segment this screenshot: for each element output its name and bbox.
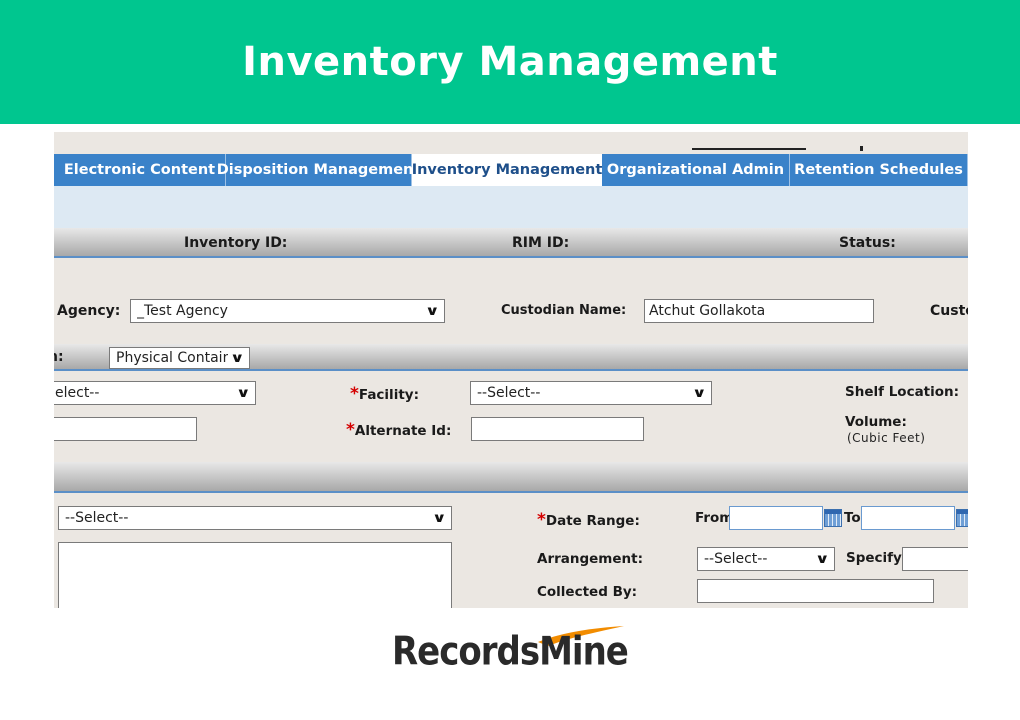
details-textarea[interactable]	[58, 542, 452, 608]
volume-unit: (Cubic Feet)	[847, 431, 926, 445]
specify-label: Specify:	[846, 550, 908, 566]
cut-select-value: elect--	[55, 385, 100, 401]
rim-id-label: RIM ID:	[512, 235, 570, 251]
top-mark	[860, 146, 863, 151]
arrangement-select[interactable]: --Select-- ∨	[697, 547, 835, 571]
date-range-label-text: Date Range:	[545, 513, 640, 529]
alternate-id-label-text: Alternate Id:	[354, 423, 452, 439]
recordsmine-logo: RecordsMine	[388, 624, 636, 675]
top-link-underline	[692, 148, 806, 150]
cut-select[interactable]: elect-- ∨	[54, 381, 256, 405]
agency-label: Agency:	[57, 303, 121, 319]
page-banner: Inventory Management	[0, 0, 1020, 124]
required-asterisk: *	[346, 420, 355, 440]
agency-select-value: _Test Agency	[137, 303, 228, 319]
agency-select[interactable]: _Test Agency ∨	[130, 299, 445, 323]
tab-inventory-management[interactable]: Inventory Management	[412, 154, 602, 186]
facility-select[interactable]: --Select-- ∨	[470, 381, 712, 405]
facility-label-text: Facility:	[358, 387, 419, 403]
custodian-name-field[interactable]: Atchut Gollakota	[644, 299, 874, 323]
status-label: Status:	[839, 235, 896, 251]
details-section-bar	[54, 462, 968, 493]
tab-disposition-management[interactable]: Disposition Management	[217, 154, 420, 186]
facility-select-value: --Select--	[477, 385, 541, 401]
tab-organizational-admin[interactable]: Organizational Admin	[602, 154, 790, 186]
alternate-id-label: *Alternate Id:	[346, 420, 451, 440]
arrangement-label: Arrangement:	[537, 551, 643, 567]
chevron-down-icon: ∨	[230, 350, 246, 366]
specify-field[interactable]	[902, 547, 968, 571]
record-header-bar: Inventory ID: RIM ID: Status:	[54, 228, 968, 258]
details-select[interactable]: --Select-- ∨	[58, 506, 452, 530]
inventory-id-label: Inventory ID:	[184, 235, 288, 251]
calendar-icon[interactable]	[956, 509, 968, 527]
shelf-location-label: Shelf Location:	[845, 384, 960, 400]
chevron-down-icon: ∨	[236, 385, 252, 401]
date-range-label: *Date Range:	[537, 510, 640, 530]
alternate-id-field[interactable]	[471, 417, 644, 441]
app-screenshot: Electronic Content Disposition Managemen…	[54, 132, 968, 608]
date-to-field[interactable]	[861, 506, 955, 530]
collected-by-field[interactable]	[697, 579, 934, 603]
required-asterisk: *	[537, 510, 546, 530]
facility-label: *Facility:	[350, 384, 419, 404]
sub-header-band	[54, 186, 968, 228]
chevron-down-icon: ∨	[425, 303, 441, 319]
chevron-down-icon: ∨	[815, 551, 831, 567]
custodian-name-label: Custodian Name:	[501, 303, 627, 318]
page-title: Inventory Management	[242, 39, 778, 85]
cut-text-field[interactable]	[54, 417, 197, 441]
details-select-value: --Select--	[65, 510, 129, 526]
date-to-label: To	[844, 510, 861, 526]
tab-retention-schedules[interactable]: Retention Schedules	[790, 154, 968, 186]
date-from-label: From	[695, 510, 734, 526]
chevron-down-icon: ∨	[692, 385, 708, 401]
tab-electronic-content[interactable]: Electronic Content	[54, 154, 226, 186]
main-tab-bar: Electronic Content Disposition Managemen…	[54, 154, 968, 186]
custodian-label-cut: Custo	[930, 303, 968, 319]
logo-text: RecordsMine	[392, 629, 629, 675]
collected-by-label: Collected By:	[537, 584, 638, 600]
calendar-icon[interactable]	[824, 509, 842, 527]
container-type-select[interactable]: Physical Container ∨	[109, 347, 250, 369]
container-type-value: Physical Container	[116, 350, 228, 366]
arrangement-select-value: --Select--	[704, 551, 768, 567]
date-from-field[interactable]	[729, 506, 823, 530]
required-asterisk: *	[350, 384, 359, 404]
chevron-down-icon: ∨	[432, 510, 448, 526]
volume-label: Volume:	[845, 414, 907, 430]
type-label-cut: n:	[54, 349, 64, 365]
logo-swoosh-icon	[538, 626, 624, 646]
